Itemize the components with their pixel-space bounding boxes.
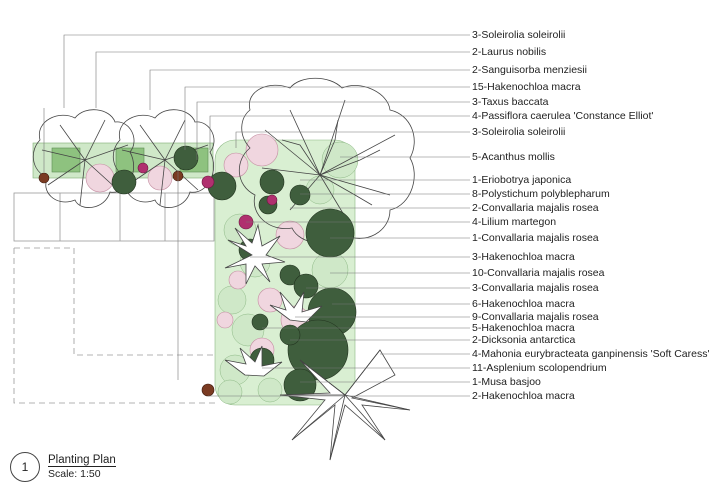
label-passiflora: 4-Passiflora caerulea 'Constance Elliot'	[472, 110, 654, 122]
label-hakenochloa-15: 15-Hakenochloa macra	[472, 81, 581, 93]
dark-shrubs	[111, 145, 357, 402]
label-eriobotrya: 1-Eriobotrya japonica	[472, 174, 572, 186]
label-hakenochloa-3: 3-Hakenochloa macra	[472, 251, 575, 263]
label-laurus: 2-Laurus nobilis	[472, 46, 547, 58]
label-musa: 1-Musa basjoo	[472, 376, 541, 388]
plan-scale: Scale: 1:50	[48, 468, 101, 480]
label-asplenium: 11-Asplenium scolopendrium	[472, 362, 607, 374]
label-lilium: 4-Lilium martegon	[472, 216, 557, 228]
label-soleirolia-2: 3-Soleirolia soleirolii	[472, 126, 566, 138]
leader-lines	[43, 34, 470, 397]
label-mahonia: 4-Mahonia eurybracteata ganpinensis 'Sof…	[472, 348, 710, 360]
label-dicksonia: 2-Dicksonia antarctica	[472, 334, 576, 346]
site-outlines	[13, 192, 215, 404]
fern-fronds	[224, 223, 411, 461]
label-hakenochloa-2: 2-Hakenochloa macra	[472, 390, 575, 402]
small-brown-plants	[38, 170, 215, 397]
label-soleirolia-1: 3-Soleirolia soleirolii	[472, 29, 566, 41]
drawing-number: 1	[10, 452, 40, 482]
label-convallaria-2: 2-Convallaria majalis rosea	[472, 202, 599, 214]
label-convallaria-1: 1-Convallaria majalis rosea	[472, 232, 599, 244]
label-hakenochloa-6: 6-Hakenochloa macra	[472, 298, 575, 310]
label-convallaria-3: 3-Convallaria majalis rosea	[472, 282, 599, 294]
label-convallaria-10: 10-Convallaria majalis rosea	[472, 267, 605, 279]
label-convallaria-9: 9-Convallaria majalis rosea	[472, 311, 599, 323]
label-polystichum: 8-Polystichum polyblepharum	[472, 188, 610, 200]
label-hakenochloa-5: 5-Hakenochloa macra	[472, 322, 575, 334]
label-taxus: 3-Taxus baccata	[472, 96, 549, 108]
plan-title: Planting Plan	[48, 454, 116, 467]
label-acanthus: 5-Acanthus mollis	[472, 151, 555, 163]
label-sanguisorba: 2-Sanguisorba menziesii	[472, 64, 587, 76]
